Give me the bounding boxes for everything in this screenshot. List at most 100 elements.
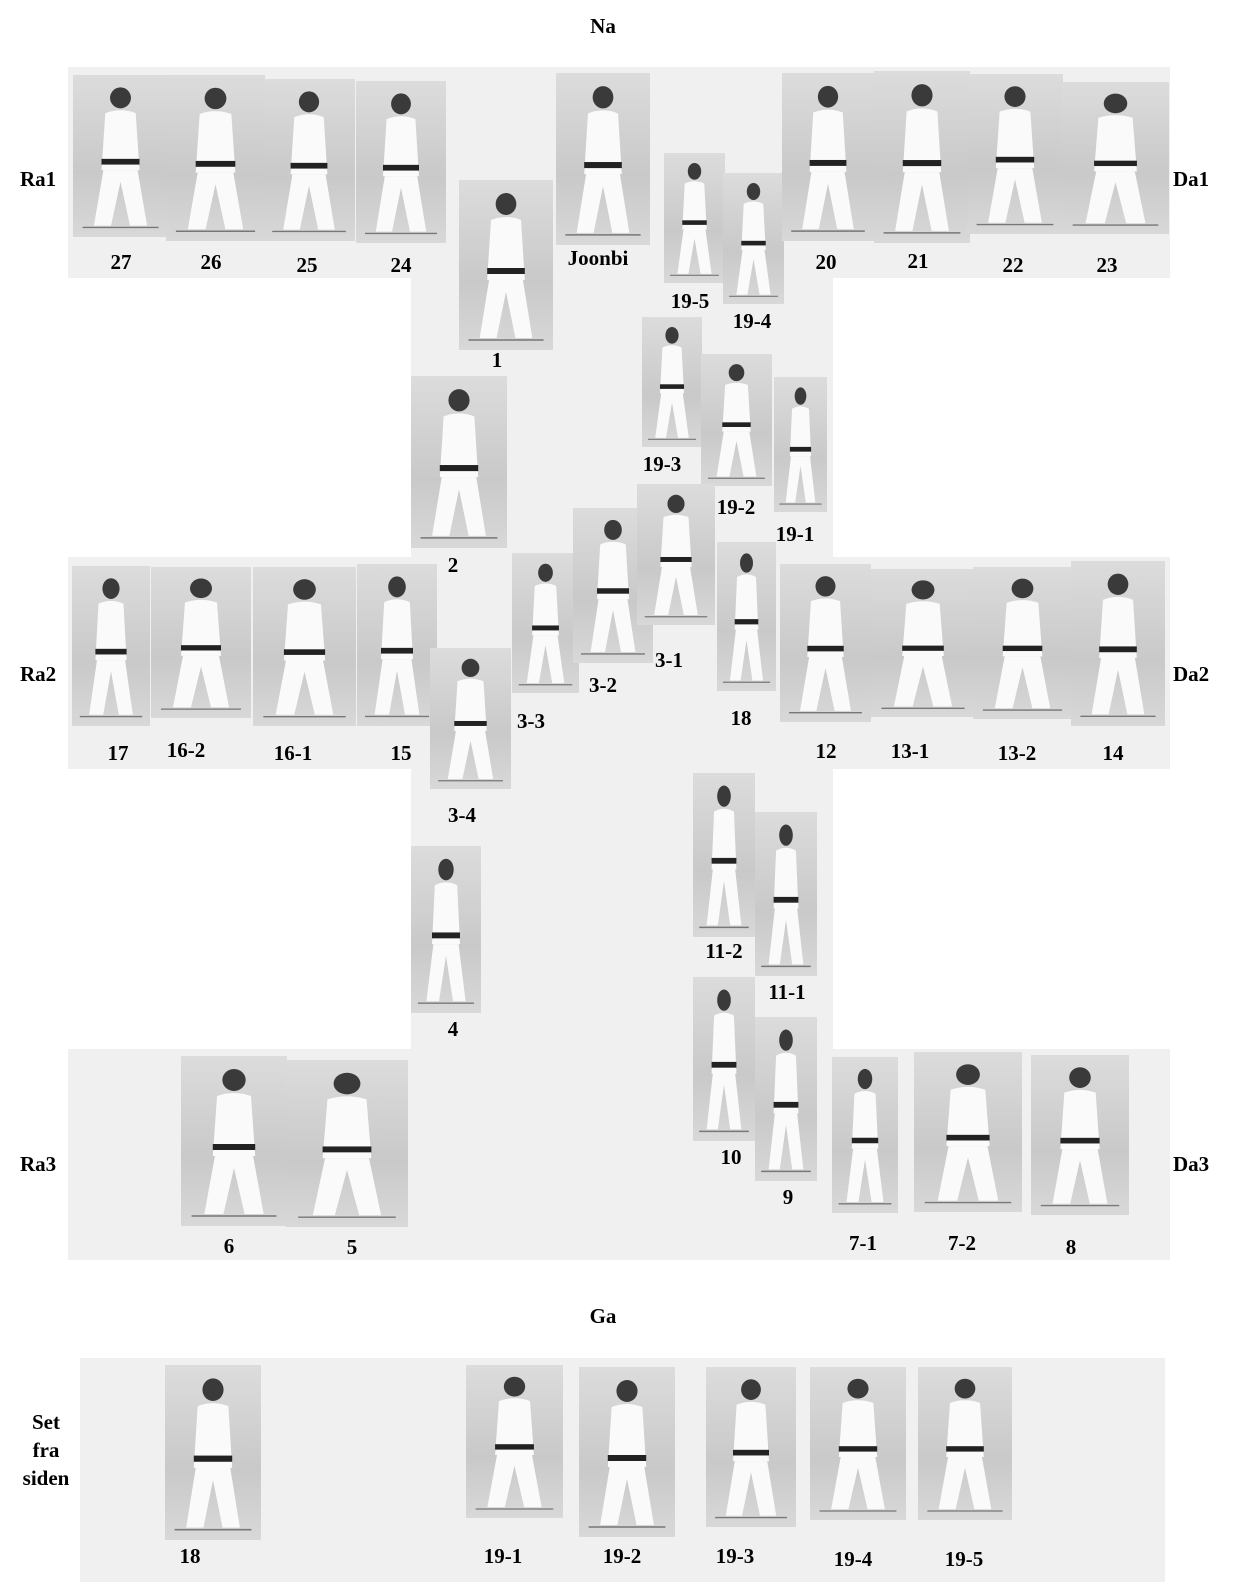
figure-graphic xyxy=(556,73,650,245)
label-15: 15 xyxy=(391,741,412,766)
label-21: 21 xyxy=(908,249,929,274)
label-20: 20 xyxy=(816,250,837,275)
side-label-da3: Da3 xyxy=(1173,1152,1209,1177)
figure-graphic xyxy=(973,567,1072,719)
figure-graphic xyxy=(664,153,725,283)
figure-graphic xyxy=(73,75,168,237)
side-label-ra1: Ra1 xyxy=(20,167,56,192)
photo-24 xyxy=(356,81,446,243)
photo-11-1 xyxy=(755,812,817,976)
photo-13-1 xyxy=(871,569,975,717)
label-27: 27 xyxy=(111,250,132,275)
side-label-ra3: Ra3 xyxy=(20,1152,56,1177)
figure-graphic xyxy=(782,73,874,241)
photo-19-5 xyxy=(664,153,725,283)
figure-graphic xyxy=(701,354,772,486)
figure-graphic xyxy=(706,1367,796,1527)
side-label-da1: Da1 xyxy=(1173,167,1209,192)
label-11-2: 11-2 xyxy=(705,939,742,964)
side-view-label-line-2: fra xyxy=(16,1436,76,1464)
photo-18 xyxy=(717,542,776,691)
photo-3-3 xyxy=(512,553,579,693)
label-25: 25 xyxy=(297,253,318,278)
label-17: 17 xyxy=(108,741,129,766)
figure-graphic xyxy=(430,648,511,789)
label-7-2: 7-2 xyxy=(948,1231,976,1256)
photo-3-1 xyxy=(637,484,715,625)
label-11-1: 11-1 xyxy=(768,980,805,1005)
photo-22 xyxy=(967,74,1063,234)
label-22: 22 xyxy=(1003,253,1024,278)
side-label-19-3: 19-3 xyxy=(716,1544,755,1569)
photo-10 xyxy=(693,977,755,1141)
photo-11-2 xyxy=(693,773,755,937)
label-9: 9 xyxy=(783,1185,794,1210)
figure-graphic xyxy=(459,180,553,350)
label-13-1: 13-1 xyxy=(891,739,930,764)
label-3-3: 3-3 xyxy=(517,709,545,734)
figure-graphic xyxy=(356,81,446,243)
label-6: 6 xyxy=(224,1234,235,1259)
photo-16-1 xyxy=(253,567,356,726)
figure-graphic xyxy=(181,1056,287,1226)
figure-graphic xyxy=(755,1017,817,1181)
figure-graphic xyxy=(642,317,702,447)
figure-graphic xyxy=(579,1367,675,1537)
photo-side-19-5 xyxy=(918,1367,1012,1520)
figure-graphic xyxy=(832,1057,898,1213)
photo-14 xyxy=(1071,561,1165,726)
side-view-label-line-1: Set xyxy=(16,1408,76,1436)
photo-7-1 xyxy=(832,1057,898,1213)
photo-19-1 xyxy=(774,377,827,512)
label-12: 12 xyxy=(816,739,837,764)
photo-17 xyxy=(72,566,150,726)
photo-side-19-4 xyxy=(810,1367,906,1520)
label-19-5: 19-5 xyxy=(671,289,710,314)
side-label-18: 18 xyxy=(180,1544,201,1569)
label-5: 5 xyxy=(347,1235,358,1260)
label-16-2: 16-2 xyxy=(167,738,206,763)
side-label-19-5: 19-5 xyxy=(945,1547,984,1572)
photo-7-2 xyxy=(914,1052,1022,1212)
label-14: 14 xyxy=(1103,741,1124,766)
label-10: 10 xyxy=(721,1145,742,1170)
figure-graphic xyxy=(166,75,265,241)
figure-graphic xyxy=(466,1365,563,1518)
photo-15 xyxy=(357,564,437,726)
photo-8 xyxy=(1031,1055,1129,1215)
heading-ga: Ga xyxy=(590,1304,617,1329)
photo-9 xyxy=(755,1017,817,1181)
photo-side-19-3 xyxy=(706,1367,796,1527)
figure-graphic xyxy=(755,812,817,976)
figure-graphic xyxy=(967,74,1063,234)
figure-graphic xyxy=(723,173,784,304)
label-19-3: 19-3 xyxy=(643,452,682,477)
photo-3-4 xyxy=(430,648,511,789)
figure-graphic xyxy=(151,567,251,718)
figure-graphic xyxy=(411,376,507,548)
label-24: 24 xyxy=(391,253,412,278)
side-view-label: Set fra siden xyxy=(16,1408,76,1492)
figure-graphic xyxy=(512,553,579,693)
label-4: 4 xyxy=(448,1017,459,1042)
side-label-da2: Da2 xyxy=(1173,662,1209,687)
figure-graphic xyxy=(637,484,715,625)
figure-graphic xyxy=(918,1367,1012,1520)
photo-side-19-1 xyxy=(466,1365,563,1518)
label-3-1: 3-1 xyxy=(655,648,683,673)
side-view-label-line-3: siden xyxy=(16,1464,76,1492)
photo-19-4 xyxy=(723,173,784,304)
figure-graphic xyxy=(871,569,975,717)
photo-16-2 xyxy=(151,567,251,718)
heading-na: Na xyxy=(590,14,616,39)
photo-23 xyxy=(1062,82,1169,234)
photo-6 xyxy=(181,1056,287,1226)
figure-graphic xyxy=(693,773,755,937)
figure-graphic xyxy=(411,846,481,1013)
photo-20 xyxy=(782,73,874,241)
photo-19-2 xyxy=(701,354,772,486)
photo-26 xyxy=(166,75,265,241)
photo-27 xyxy=(73,75,168,237)
figure-graphic xyxy=(1031,1055,1129,1215)
photo-joonbi xyxy=(556,73,650,245)
